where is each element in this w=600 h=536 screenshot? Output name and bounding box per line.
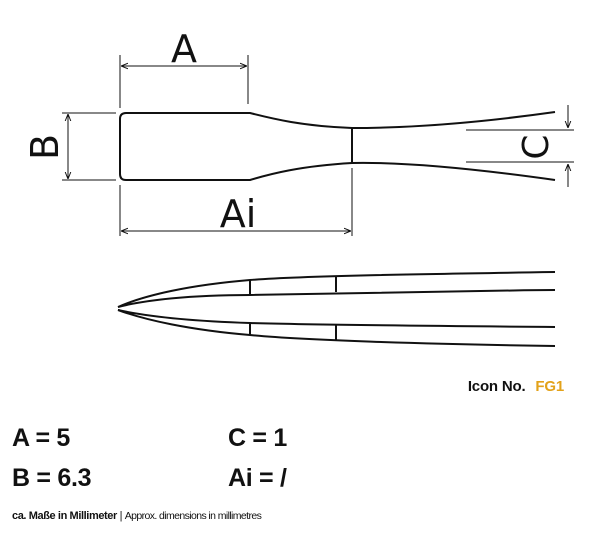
tweezer-tip-diagram: A B C Ai [23, 27, 574, 347]
label-c: C [516, 134, 557, 159]
icon-code: FG1 [535, 378, 564, 395]
dimension-b-value: B = 6.3 [12, 464, 92, 492]
label-a: A [171, 27, 197, 71]
label-b: B [23, 134, 67, 160]
tip-side-view [117, 271, 556, 347]
dimension-a-value: A = 5 [12, 424, 71, 452]
dimension-c-value: C = 1 [228, 424, 287, 452]
icon-number-label: Icon No. [467, 378, 526, 395]
dimension-b-line [62, 112, 116, 181]
icon-number: Icon No. FG1 [468, 378, 564, 395]
units-note: ca. Maße in Millimeter | Approx. dimensi… [12, 510, 262, 522]
units-note-german: ca. Maße in Millimeter [12, 510, 117, 522]
dimension-ai-line [119, 168, 353, 236]
units-note-english: Approx. dimensions in millimetres [124, 510, 262, 522]
units-note-separator: | [119, 510, 123, 522]
dimension-c-line [466, 105, 574, 187]
dimension-a-line [119, 55, 249, 108]
label-ai: Ai [220, 192, 257, 236]
tip-top-view [119, 111, 556, 181]
dimension-ai-value: Ai = / [228, 464, 287, 492]
